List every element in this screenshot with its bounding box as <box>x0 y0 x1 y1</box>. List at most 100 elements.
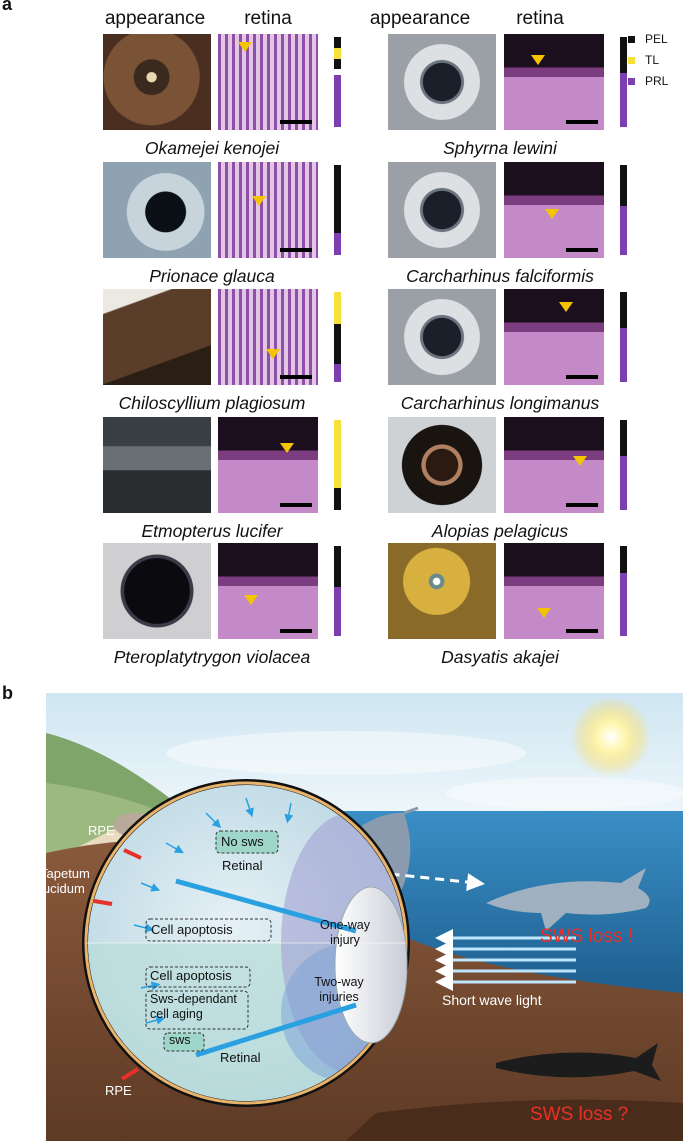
layer-bar-segment <box>620 546 627 573</box>
retina-section <box>218 162 318 258</box>
eye-photo <box>103 34 211 130</box>
layer-bar-segment <box>334 420 341 488</box>
scale-bar <box>280 120 312 124</box>
retina-section <box>504 34 604 130</box>
scale-bar <box>280 248 312 252</box>
header-retina-right: retina <box>516 8 564 29</box>
layer-bar-segment <box>334 586 341 636</box>
label-rpe-top: RPE <box>88 823 115 838</box>
legend-tl: TL <box>628 53 659 67</box>
scale-bar <box>566 375 598 379</box>
legend-pel: PEL <box>628 32 668 46</box>
layer-bar-segment <box>334 487 341 510</box>
arrowhead-marker <box>266 349 280 359</box>
species-name: Carcharhinus falciformis <box>406 266 594 286</box>
layer-bar-segment <box>334 364 341 382</box>
layer-bar-segment <box>334 232 341 255</box>
layer-bar-segment <box>334 37 341 48</box>
scale-bar <box>566 248 598 252</box>
eye-photo <box>103 289 211 385</box>
species-name: Carcharhinus longimanus <box>400 393 600 413</box>
label-two-way: Two-way injuries <box>314 975 364 1004</box>
label-sws-loss-1: SWS loss ! <box>540 926 633 947</box>
retina-section <box>504 289 604 385</box>
scale-bar <box>566 503 598 507</box>
eye-photo <box>103 162 211 258</box>
layer-bar-segment <box>620 292 627 328</box>
eye-photo <box>388 162 496 258</box>
retina-section <box>218 543 318 639</box>
layer-bar-segment <box>334 58 341 70</box>
arrowhead-marker <box>545 209 559 219</box>
species-name: Alopias pelagicus <box>431 521 569 541</box>
layer-legend: PEL TL PRL <box>628 32 684 102</box>
species-name: Etmopterus lucifer <box>141 521 283 541</box>
scale-bar <box>566 120 598 124</box>
arrowhead-marker <box>238 42 252 52</box>
eye-photo <box>388 34 496 130</box>
header-appearance-right: appearance <box>369 8 471 29</box>
species-name: Dasyatis akajei <box>441 647 559 667</box>
layer-bar-segment <box>334 47 341 59</box>
label-retinal-top: Retinal <box>222 858 263 873</box>
species-name: Prionace glauca <box>149 266 275 286</box>
layer-bar-segment <box>620 37 627 73</box>
deep-shark-icon <box>496 1043 661 1081</box>
species-name: Sphyrna lewini <box>443 138 557 158</box>
header-appearance-left: appearance <box>104 8 206 29</box>
label-cell-apoptosis-top: Cell apoptosis <box>151 922 233 937</box>
species-name: Pteroplatytrygon violacea <box>113 647 311 667</box>
label-no-sws: No sws <box>221 834 264 849</box>
retina-section <box>218 34 318 130</box>
arrowhead-marker <box>244 595 258 605</box>
retina-section <box>504 417 604 513</box>
layer-bar-segment <box>620 420 627 456</box>
eye-photo <box>388 417 496 513</box>
layer-bar-segment <box>620 205 627 255</box>
layer-bar-segment <box>334 74 341 127</box>
retina-section <box>504 543 604 639</box>
legend-prl: PRL <box>628 74 668 88</box>
eye-photo <box>388 289 496 385</box>
layer-bar-segment <box>334 292 341 324</box>
sun-icon <box>571 697 651 777</box>
label-sws: sws <box>169 1033 191 1047</box>
layer-bar-segment <box>620 573 627 636</box>
panel-b-letter: b <box>2 683 13 703</box>
scale-bar <box>280 629 312 633</box>
arrowhead-marker <box>559 302 573 312</box>
eye-photo <box>103 417 211 513</box>
layer-bar-segment <box>334 323 341 364</box>
layer-bar-segment <box>620 73 627 127</box>
label-cell-apoptosis-bottom: Cell apoptosis <box>150 968 232 983</box>
scale-bar <box>566 629 598 633</box>
arrowhead-marker <box>531 55 545 65</box>
label-one-way: One-way injury <box>319 918 371 947</box>
panel-a-letter: a <box>2 0 13 14</box>
retina-section <box>218 289 318 385</box>
label-tapetum: Tapetum lucidum <box>40 866 90 896</box>
label-rpe-bottom: RPE <box>105 1083 132 1098</box>
label-retinal-bottom: Retinal <box>220 1050 261 1065</box>
label-sws-aging: Sws-dependant cell aging <box>150 992 237 1021</box>
label-short-wave: Short wave light <box>442 992 542 1008</box>
shark-icon <box>486 868 650 931</box>
layer-bar-segment <box>334 546 341 587</box>
scale-bar <box>280 375 312 379</box>
label-sws-loss-2: SWS loss ? <box>530 1104 629 1125</box>
species-name: Chiloscyllium plagiosum <box>118 393 306 413</box>
eye-photo <box>388 543 496 639</box>
layer-bar-segment <box>334 69 341 75</box>
layer-bar-segment <box>620 165 627 206</box>
scale-bar <box>280 503 312 507</box>
species-name: Okamejei kenojei <box>144 138 280 158</box>
retina-section <box>218 417 318 513</box>
layer-bar-segment <box>620 328 627 382</box>
arrowhead-marker <box>252 196 266 206</box>
layer-bar-segment <box>334 165 341 233</box>
arrowhead-marker <box>573 456 587 466</box>
short-wave-arrows <box>435 929 576 991</box>
eye-ocean-illustration <box>46 693 685 1141</box>
eye-photo <box>103 543 211 639</box>
layer-bar-segment <box>620 456 627 510</box>
